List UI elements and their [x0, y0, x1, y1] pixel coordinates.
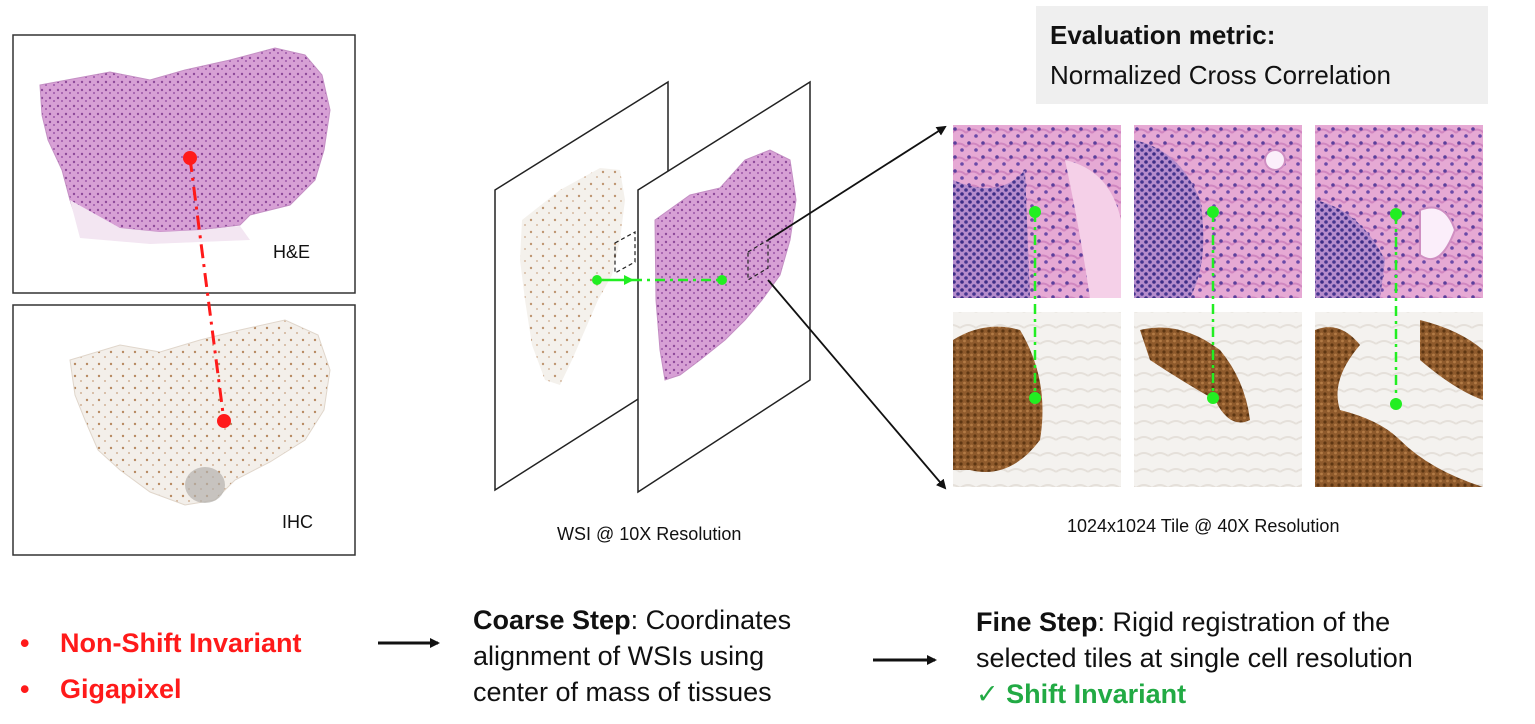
ihc-slide-panel [12, 304, 356, 556]
problem-item: • Non-Shift Invariant [20, 627, 302, 658]
he-tissue-fringe [70, 200, 250, 244]
he-slide-panel [12, 34, 356, 294]
he-label: H&E [273, 242, 311, 262]
wsi-caption: WSI @ 10X Resolution [557, 524, 742, 544]
evaluation-metric-box: Evaluation metric: Normalized Cross Corr… [1036, 6, 1488, 104]
zoom-arrow-bottom [767, 279, 947, 490]
problem-list: • Non-Shift Invariant • Gigapixel [20, 620, 302, 712]
ihc-wsi-center-marker [592, 275, 602, 285]
tile-grid [953, 125, 1483, 487]
ihc-fold [185, 467, 225, 503]
ihc-label: IHC [282, 512, 313, 532]
zoom-arrow-top [767, 125, 947, 241]
bullet-icon: • [20, 673, 30, 704]
metric-value: Normalized Cross Correlation [1050, 60, 1391, 90]
fine-step-benefit: Shift Invariant [1006, 679, 1187, 709]
coarse-step-title: Coarse Step [473, 605, 631, 635]
ihc-center-marker [217, 414, 231, 428]
fine-alignment-lines [1029, 206, 1402, 410]
he-wsi-center-marker [717, 275, 727, 285]
he-tissue [39, 47, 331, 233]
coarse-step-text: Coarse Step: Coordinates alignment of WS… [473, 605, 792, 707]
bullet-icon: • [20, 627, 30, 658]
metric-title: Evaluation metric: [1050, 20, 1276, 50]
wsi-plane-he [637, 80, 811, 494]
he-center-marker [183, 151, 197, 165]
tile-caption: 1024x1024 Tile @ 40X Resolution [1067, 516, 1340, 536]
fine-step-title: Fine Step [976, 607, 1098, 637]
fine-step-text: Fine Step: Rigid registration of the sel… [976, 607, 1413, 709]
problem-item: • Gigapixel [20, 673, 182, 704]
ihc-tissue [69, 319, 331, 506]
check-icon: ✓ [976, 679, 999, 709]
